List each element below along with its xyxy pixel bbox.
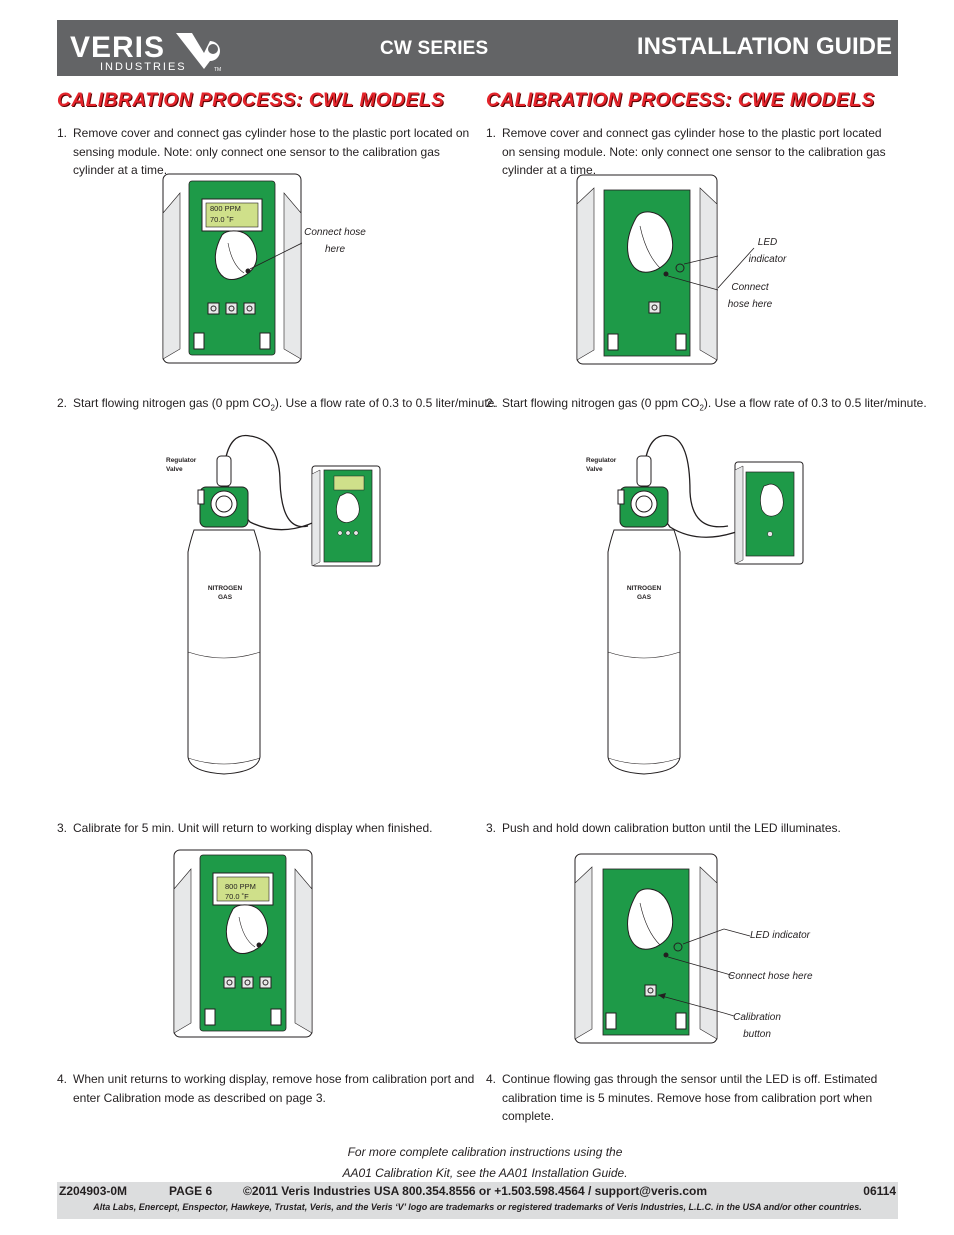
callout-line: here	[324, 244, 345, 255]
calibration-port	[663, 952, 669, 958]
step-number: 1.	[486, 126, 497, 140]
cwe-cylinder-diagram	[607, 434, 804, 775]
cwe-step-3: 3. Push and hold down calibration button…	[486, 819, 898, 838]
cwe-regulator-label: Regulator Valve	[586, 456, 616, 474]
note-line: For more complete calibration instructio…	[347, 1145, 623, 1159]
trademark-notice: Alta Labs, Enercept, Enspector, Hawkeye,…	[93, 1202, 862, 1212]
step-text: Push and hold down calibration button un…	[502, 821, 841, 835]
callout-line: Connect hose	[304, 227, 366, 238]
cwl-step-4: 4. When unit returns to working display,…	[57, 1070, 477, 1107]
step-text: ). Use a flow rate of 0.3 to 0.5 liter/m…	[703, 396, 927, 410]
cwl-step-3: 3. Calibrate for 5 min. Unit will return…	[57, 819, 477, 838]
callout-line: LED	[757, 237, 778, 248]
gas-hose	[224, 434, 309, 528]
veris-logo: VERIS INDUSTRIES TM	[70, 31, 221, 73]
callout-line: Connect	[731, 282, 769, 293]
calibration-port	[663, 271, 669, 277]
step-text: Calibrate for 5 min. Unit will return to…	[73, 821, 433, 835]
guide-title: INSTALLATION GUIDE	[636, 33, 892, 60]
callout-line: Calibration	[733, 1012, 781, 1023]
cwl-section-title: CALIBRATION PROCESS: CWL MODELS	[57, 90, 445, 111]
step-number: 3.	[57, 821, 68, 835]
doc-id: Z204903-0M	[59, 1184, 128, 1198]
step-text: Remove cover and connect gas cylinder ho…	[502, 126, 886, 177]
footer-note: For more complete calibration instructio…	[300, 1142, 670, 1183]
callout-line: button	[743, 1029, 771, 1040]
cwl-callout-connect: Connect hose here	[300, 224, 370, 258]
contact-info: ©2011 Veris Industries USA 800.354.8556 …	[243, 1184, 708, 1198]
led-indicator	[675, 263, 685, 273]
v-logo-icon	[176, 33, 220, 69]
step-text: When unit returns to working display, re…	[73, 1072, 475, 1105]
lcd-display	[216, 876, 270, 902]
cwe-step-2: 2. Start flowing nitrogen gas (0 ppm CO2…	[486, 394, 927, 418]
cwl-sensor-diagram-finished: 800 PPM 70.0 ˚F	[173, 849, 313, 1038]
page-number: PAGE 6	[169, 1184, 213, 1198]
cwe-callout-connect-3: Connect hose here	[728, 971, 813, 982]
cwl-regulator-label: Regulator Valve	[166, 456, 196, 474]
step-text: Start flowing nitrogen gas (0 ppm CO	[73, 396, 271, 410]
logo-text: VERIS	[70, 31, 165, 64]
step-number: 2.	[486, 396, 497, 410]
label-line: NITROGEN	[626, 585, 662, 592]
sensor-module	[603, 189, 691, 357]
lcd-display	[333, 475, 365, 491]
gas-hose	[644, 434, 729, 528]
subscript: 2	[270, 403, 275, 413]
cwe-sensor-diagram	[576, 174, 718, 365]
nitrogen-cylinder	[607, 529, 681, 775]
cwl-sensor-diagram: 800 PPM 70.0 ˚F	[162, 173, 302, 364]
step-text: Start flowing nitrogen gas (0 ppm CO	[502, 396, 700, 410]
cwl-cylinder-diagram	[187, 434, 381, 775]
label-line: NITROGEN	[207, 585, 243, 592]
calibration-button	[644, 984, 657, 997]
footer-bar	[57, 1182, 898, 1219]
lcd-line-2: 70.0 ˚F	[225, 892, 249, 901]
lcd-line-2: 70.0 ˚F	[210, 215, 234, 224]
cwe-callout-led-3: LED indicator	[749, 930, 811, 941]
subscript: 2	[699, 403, 704, 413]
cwe-step-4: 4. Continue flowing gas through the sens…	[486, 1070, 898, 1126]
lcd-display	[205, 202, 259, 228]
cwe-sensor-diagram-button	[574, 853, 724, 1044]
cwe-callout-button: Calibration button	[726, 1009, 788, 1043]
note-line: AA01 Calibration Kit, see the AA01 Insta…	[342, 1165, 628, 1180]
step-number: 4.	[57, 1072, 68, 1086]
calibration-port	[245, 268, 251, 274]
cwe-step-1: 1. Remove cover and connect gas cylinder…	[486, 124, 898, 180]
step-text: Continue flowing gas through the sensor …	[502, 1072, 878, 1123]
step-text: ). Use a flow rate of 0.3 to 0.5 liter/m…	[274, 396, 498, 410]
date-code: 06114	[863, 1184, 896, 1198]
led-indicator	[673, 942, 683, 952]
cwl-gas-label: NITROGEN GAS	[202, 584, 248, 602]
nitrogen-cylinder	[187, 529, 261, 775]
logo-subtext: INDUSTRIES	[100, 61, 187, 73]
label-line: Valve	[166, 466, 183, 473]
logo-tm: TM	[214, 67, 221, 73]
step-number: 2.	[57, 396, 68, 410]
lcd-line-1: 800 PPM	[225, 882, 256, 891]
label-line: Valve	[586, 466, 603, 473]
cwe-gas-label: NITROGEN GAS	[621, 584, 667, 602]
step-number: 4.	[486, 1072, 497, 1086]
step-number: 1.	[57, 126, 68, 140]
cwl-step-2: 2. Start flowing nitrogen gas (0 ppm CO2…	[57, 394, 498, 418]
label-line: GAS	[636, 594, 652, 601]
callout-line: hose here	[727, 299, 773, 310]
label-line: Regulator	[166, 457, 197, 464]
step-text: Remove cover and connect gas cylinder ho…	[73, 126, 470, 177]
label-line: Regulator	[586, 457, 617, 464]
cwl-step-1: 1. Remove cover and connect gas cylinder…	[57, 124, 472, 180]
label-line: GAS	[217, 594, 233, 601]
step-number: 3.	[486, 821, 497, 835]
lcd-line-1: 800 PPM	[210, 204, 241, 213]
calibration-button	[648, 301, 661, 314]
cwe-callout-connect: Connect hose here	[720, 279, 780, 313]
cwe-callout-led: LED indicator	[740, 234, 795, 268]
cwe-section-title: CALIBRATION PROCESS: CWE MODELS	[486, 90, 875, 111]
callout-line: indicator	[748, 254, 787, 265]
series-label: CW SERIES	[380, 38, 489, 59]
